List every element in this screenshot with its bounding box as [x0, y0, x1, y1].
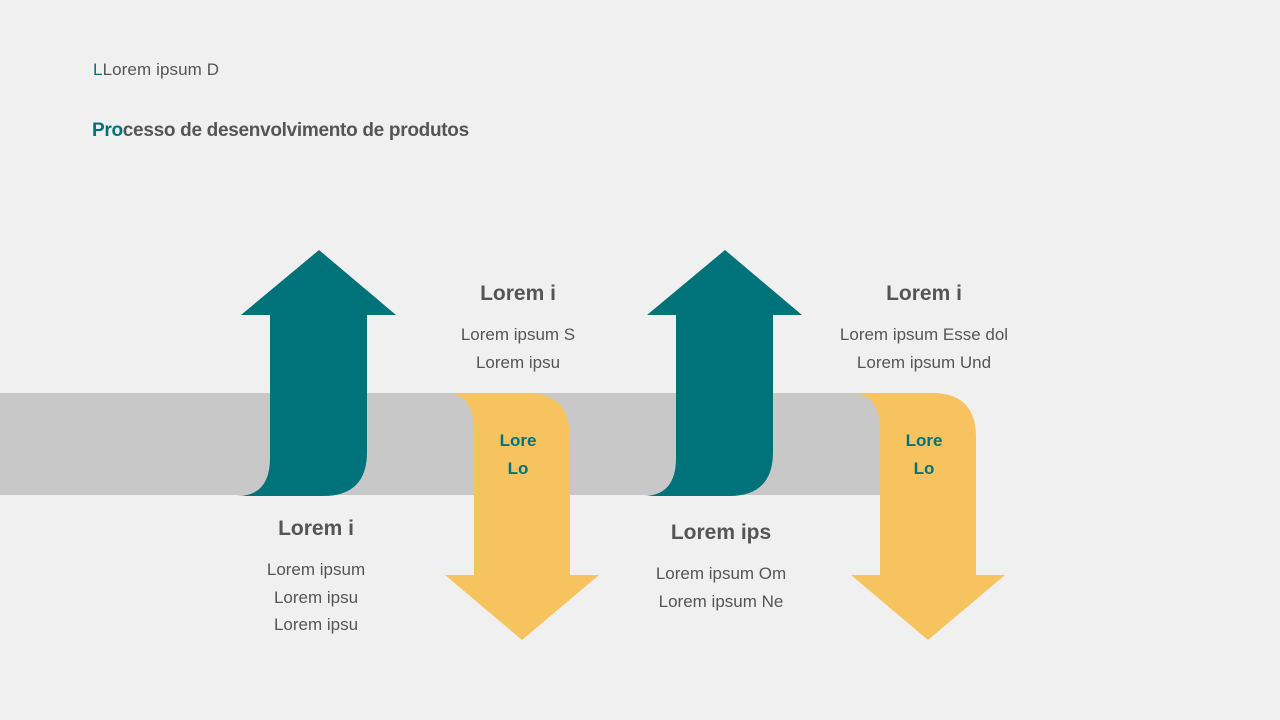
step-1-text: Lorem ipsum Lorem ipsu Lorem ipsu	[196, 556, 436, 639]
down-arrow-1-line-1: Lore	[499, 431, 537, 450]
step-2-text: Lorem ipsum S Lorem ipsu	[398, 321, 638, 376]
header-subtitle-rest: Lorem ipsum D	[102, 60, 220, 79]
up-arrow-1	[237, 250, 396, 496]
header-subtitle: LLorem ipsum D	[93, 60, 219, 80]
page-title-rest: cesso de desenvolvimento de produtos	[122, 120, 469, 141]
page-title-accent: Pro	[92, 120, 123, 141]
step-3-line-2: Lorem ipsum Ne	[658, 591, 784, 611]
step-2-line-1: Lorem ipsum S	[460, 325, 576, 344]
page-title: Processo de desenvolvimento de produtos	[92, 120, 469, 142]
down-arrow-2-line-1: Lore	[905, 431, 943, 450]
step-3-title: Lorem ips	[670, 521, 772, 544]
down-arrow-1	[445, 393, 599, 640]
step-3-line-1: Lorem ipsum Om	[655, 564, 787, 583]
step-4-line-1: Lorem ipsum Esse dol	[839, 325, 1009, 344]
step-4-title: Lorem i	[886, 282, 962, 305]
down-arrow-1-label: Lore Lo	[468, 427, 568, 482]
down-arrow-1-line-2: Lo	[507, 458, 529, 478]
step-2-line-2: Lorem ipsu	[475, 352, 561, 372]
down-arrow-2-label: Lore Lo	[874, 427, 974, 482]
step-3-text: Lorem ipsum Om Lorem ipsum Ne	[601, 560, 841, 615]
step-4-text: Lorem ipsum Esse dol Lorem ipsum Und	[804, 321, 1044, 376]
up-arrow-2	[643, 250, 802, 496]
step-1-title: Lorem i	[278, 517, 354, 540]
step-1-line-2: Lorem ipsu	[273, 587, 359, 607]
step-1-line-3: Lorem ipsu	[273, 615, 359, 634]
step-4-line-2: Lorem ipsum Und	[856, 352, 992, 372]
step-2-title: Lorem i	[480, 282, 556, 305]
step-1-line-1: Lorem ipsum	[266, 560, 366, 579]
down-arrow-2-line-2: Lo	[913, 458, 935, 478]
header-subtitle-accent: L	[93, 60, 103, 79]
down-arrow-2	[851, 393, 1005, 640]
